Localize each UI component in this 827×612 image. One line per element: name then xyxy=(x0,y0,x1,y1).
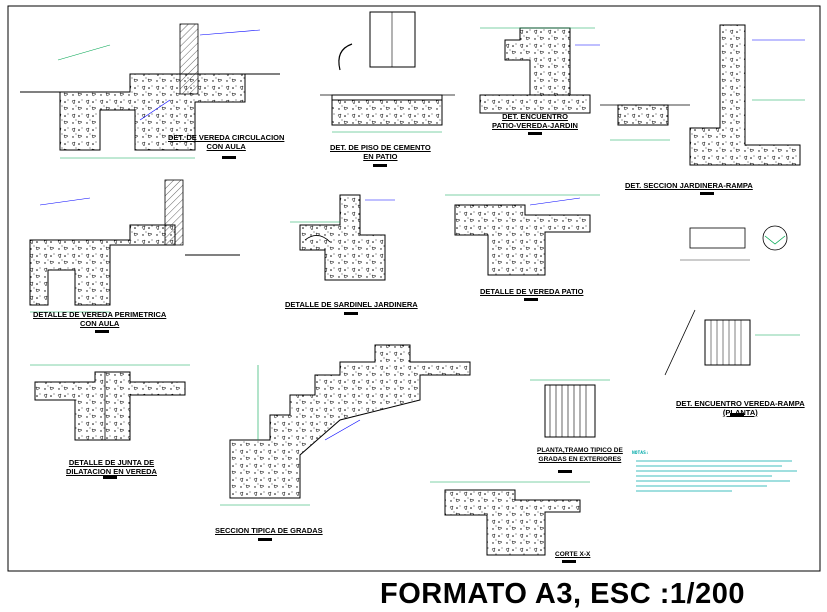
detail-piso-cemento xyxy=(320,11,455,133)
label-seccion-jardinera: DET. SECCION JARDINERA-RAMPA xyxy=(625,181,753,190)
detail-sardinel xyxy=(290,194,395,281)
detail-encuentro-rampa xyxy=(664,309,800,376)
label-sardinel: DETALLE DE SARDINEL JARDINERA xyxy=(285,300,418,309)
label-vereda-patio: DETALLE DE VEREDA PATIO xyxy=(480,287,584,296)
detail-paneles xyxy=(680,225,788,261)
scale-markers xyxy=(95,132,744,563)
label-planta-tramo: PLANTA,TRAMO TIPICO DE GRADAS EN EXTERIO… xyxy=(537,447,623,463)
label-encuentro-rampa: DET. ENCUENTRO VEREDA-RAMPA (PLANTA) xyxy=(676,399,805,417)
sheet-frame xyxy=(7,5,821,572)
label-piso-cemento: DET. DE PISO DE CEMENTO EN PATIO xyxy=(330,143,431,161)
notes-block: NOTAS: xyxy=(632,451,817,499)
detail-junta-dilatacion xyxy=(30,364,190,441)
label-junta-dilatacion: DETALLE DE JUNTA DE DILATACION EN VEREDA xyxy=(66,458,157,476)
detail-vereda-circulacion xyxy=(20,23,280,159)
detail-vereda-perimetrica xyxy=(29,179,240,313)
label-corte: CORTE X-X xyxy=(555,551,591,558)
label-encuentro-patio: DET. ENCUENTRO PATIO-VEREDA-JARDIN xyxy=(492,112,578,130)
detail-planta-tramo xyxy=(530,379,610,438)
label-vereda-circulacion: DET. DE VEREDA CIRCULACION CON AULA xyxy=(168,133,285,151)
label-vereda-perimetrica: DETALLE DE VEREDA PERIMETRICA CON AULA xyxy=(33,310,167,328)
detail-encuentro-patio xyxy=(479,27,600,114)
detail-corte xyxy=(430,481,590,556)
detail-seccion-gradas xyxy=(220,344,471,506)
format-caption: FORMATO A3, ESC :1/200 xyxy=(380,578,745,610)
detail-vereda-patio xyxy=(445,194,600,276)
label-seccion-gradas: SECCION TIPICA DE GRADAS xyxy=(215,526,323,535)
detail-seccion-jardinera xyxy=(600,24,805,166)
notes-lines xyxy=(636,460,797,491)
notes-title: NOTAS: xyxy=(632,451,649,456)
